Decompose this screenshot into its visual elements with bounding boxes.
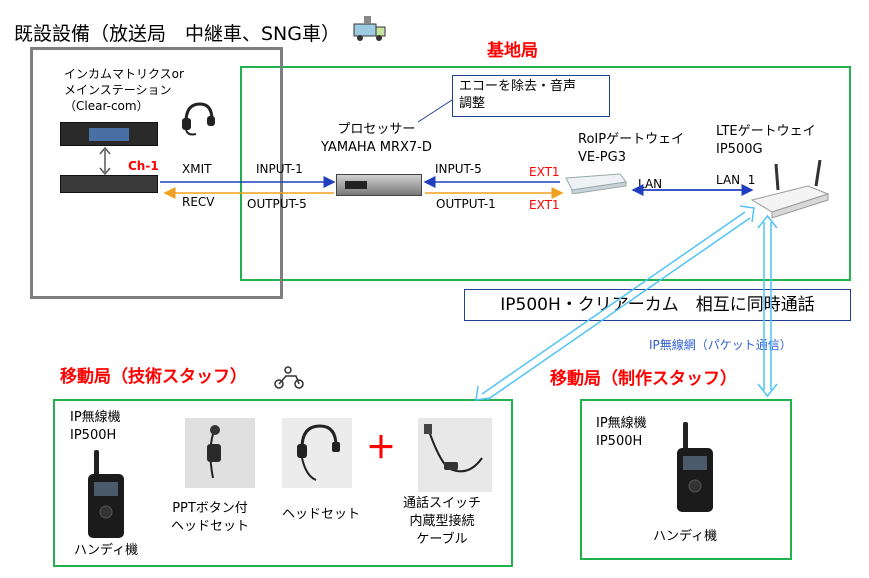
processor-label: プロセッサー YAMAHA MRX7-D [321,122,432,156]
tech-handy-label: ハンディ機 [74,543,139,558]
cable-photo [418,418,492,492]
ip-network-label: IP無線網（パケット通信） [649,338,792,352]
mobile-prod-title: 移動局（制作スタッフ） [550,369,737,389]
gray-box-right-edge [280,47,283,299]
plus-sign: ＋ [366,431,396,466]
echo-callout: エコーを除去・音声 調整 [452,75,610,117]
mobile-prod-box [580,399,792,560]
roip-label: RoIPゲートウェイ VE-PG3 [578,132,685,166]
prod-radio-label: IP無線機 IP500H [596,416,647,450]
prod-handy-label: ハンディ機 [653,529,718,544]
handy-radio-tech [86,450,126,540]
ext1-bottom-label: EXT1 [529,198,560,212]
page-title: 既設設備（放送局 中継車、SNG車） [14,23,340,45]
output1-label: OUTPUT-1 [436,197,496,211]
intercom-interface-unit [60,175,158,193]
lte-label: LTEゲートウェイ IP500G [716,124,816,158]
mobile-tech-box [53,399,513,567]
base-station-title: 基地局 [487,41,538,61]
cable-label: 通話スイッチ 内蔵型接続 ケーブル [403,496,482,548]
lan-left-label: LAN [638,177,663,191]
intercom-matrix-unit [60,122,158,146]
ext1-top-label: EXT1 [529,165,560,179]
roip-gateway-device [562,170,628,195]
scooter-icon [272,364,306,390]
headset-photo [282,418,352,488]
simultaneous-call-banner: IP500H・クリアーカム 相互に同時通話 [464,289,851,321]
headset-icon [178,100,218,140]
handy-radio-prod [675,422,715,514]
output5-label: OUTPUT-5 [247,197,307,211]
mobile-tech-title: 移動局（技術スタッフ） [60,367,247,387]
lan1-label: LAN 1 [716,173,756,187]
channel-label: Ch-1 [128,159,159,173]
tech-radio-label: IP無線機 IP500H [70,410,121,444]
headset-label: ヘッドセット [282,507,361,522]
input5-label: INPUT-5 [435,162,482,176]
truck-icon [352,14,388,44]
xmit-label: XMIT [182,162,212,176]
lte-gateway-device [750,159,830,220]
intercom-label: インカムマトリクスor メインステーション （Clear-com） [64,67,184,114]
processor-device [336,174,422,196]
recv-label: RECV [182,195,215,209]
ppt-headset-label: PPTボタン付 ヘッドセット [171,501,250,535]
ppt-headset-photo [185,418,255,488]
input1-label: INPUT-1 [256,162,303,176]
